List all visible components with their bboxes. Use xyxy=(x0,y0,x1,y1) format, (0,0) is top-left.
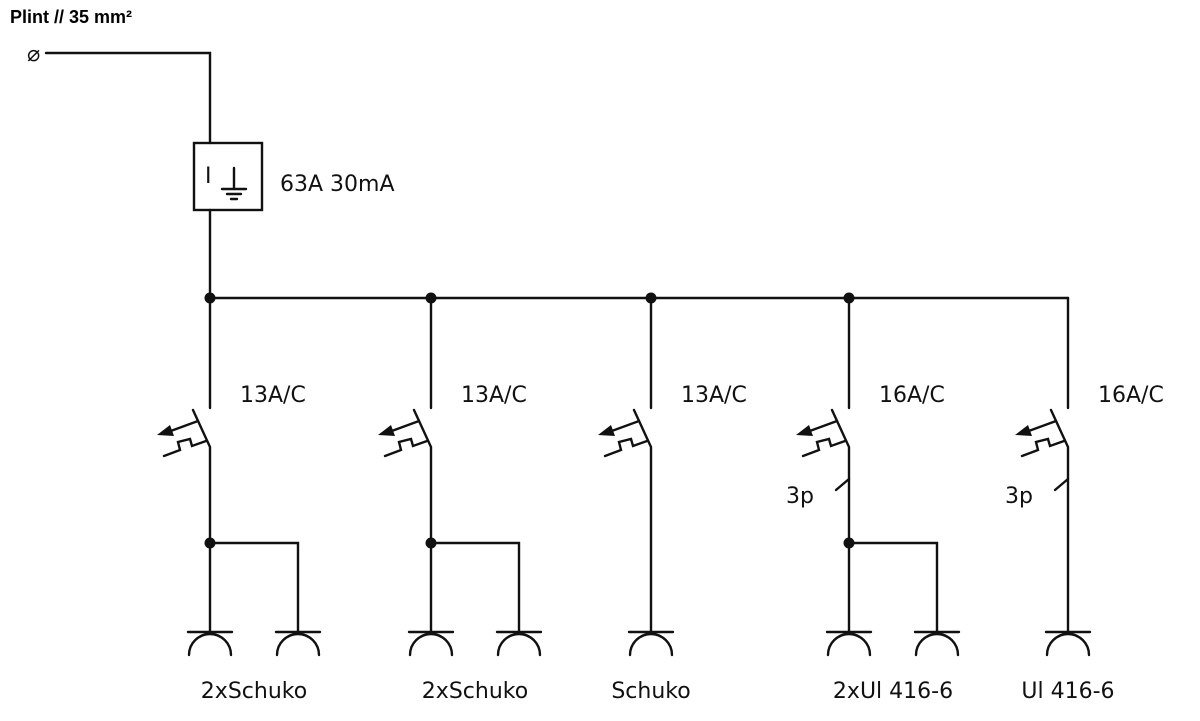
terminal-icon: ⌀ xyxy=(27,42,40,67)
breaker-rating-label: 13A/C xyxy=(681,383,747,408)
socket-icon xyxy=(274,630,322,657)
load-label: Ul 416-6 xyxy=(1021,679,1114,704)
socket-icon xyxy=(913,630,961,657)
socket-link-line xyxy=(847,541,939,634)
rcd-box xyxy=(192,141,264,212)
poles-label: 3p xyxy=(1005,484,1033,509)
branch-2: 13A/C 2xSchuko xyxy=(378,292,543,704)
socket-icon xyxy=(186,630,234,657)
busbar xyxy=(208,208,1070,300)
circuit-breaker-icon xyxy=(157,408,212,634)
socket-icon xyxy=(495,630,543,657)
circuit-breaker-icon xyxy=(598,408,653,634)
load-label: Schuko xyxy=(611,679,690,704)
socket-icon xyxy=(407,630,455,657)
rcd-current-symbol: I xyxy=(205,164,212,189)
rcd-symbol: I xyxy=(192,141,264,212)
poles-label: 3p xyxy=(786,484,814,509)
socket-link-line xyxy=(429,541,521,634)
breaker-rating-label: 13A/C xyxy=(240,383,306,408)
branch-5: 16A/C 3p Ul 416-6 xyxy=(1005,296,1164,704)
pole-tick xyxy=(1053,477,1070,492)
socket-icon xyxy=(1044,630,1092,657)
branch-1: 13A/C 2xSchuko xyxy=(157,292,322,704)
branch-3: 13A/C Schuko xyxy=(598,292,747,704)
circuit-breaker-icon xyxy=(796,408,851,634)
breaker-rating-label: 16A/C xyxy=(879,383,945,408)
load-label: 2xSchuko xyxy=(201,679,307,704)
load-label: 2xUl 416-6 xyxy=(833,679,953,704)
socket-icon xyxy=(627,630,675,657)
supply-line xyxy=(44,51,212,145)
socket-icon xyxy=(825,630,873,657)
socket-link-line xyxy=(208,541,300,634)
earth-icon xyxy=(220,166,248,201)
circuit-breaker-icon xyxy=(1015,408,1070,634)
rcd-rating-label: 63A 30mA xyxy=(280,172,395,197)
diagram-title: Plint // 35 mm² xyxy=(10,7,132,27)
breaker-rating-label: 16A/C xyxy=(1098,383,1164,408)
load-label: 2xSchuko xyxy=(422,679,528,704)
circuit-breaker-icon xyxy=(378,408,433,634)
pole-tick xyxy=(834,477,851,492)
breaker-rating-label: 13A/C xyxy=(461,383,527,408)
branches: 13A/C 2xSchuko 13A/C 2xSchuko 13A/C Schuko 16A… xyxy=(157,292,1164,704)
branch-4: 16A/C 3p 2xUl 416-6 xyxy=(786,292,961,704)
